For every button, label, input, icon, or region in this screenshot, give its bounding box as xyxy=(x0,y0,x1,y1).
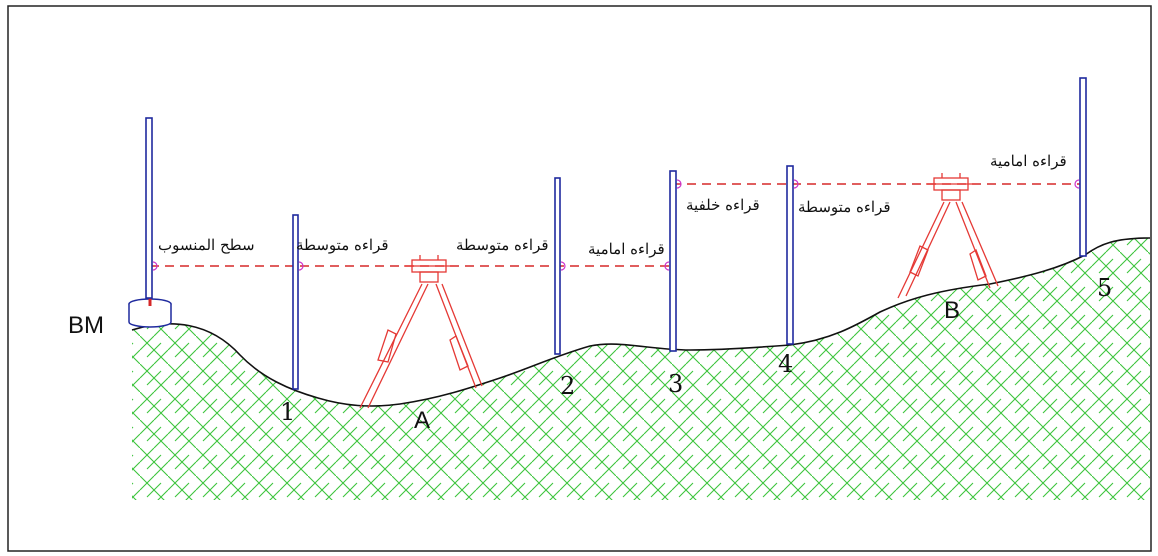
staff-5 xyxy=(1079,77,1087,257)
station-label-4: 4 xyxy=(778,350,793,378)
foresight-reading-label-2: قراءه امامية xyxy=(990,152,1067,170)
station-label-2: 2 xyxy=(560,372,575,400)
intermediate-reading-label-3: قراءه متوسطة xyxy=(798,198,891,216)
station-label-3: 3 xyxy=(668,370,683,398)
ground-hatch xyxy=(132,238,1150,500)
staff-2 xyxy=(554,177,561,355)
bm-label: BM xyxy=(68,312,104,339)
station-label-5: 5 xyxy=(1097,274,1112,302)
reading-ticks xyxy=(152,179,1080,271)
benchmark xyxy=(128,298,172,328)
intermediate-reading-label-2: قراءه متوسطة xyxy=(456,236,549,254)
staff-3 xyxy=(669,170,677,352)
level-instrument-a xyxy=(359,255,483,409)
intermediate-reading-label-1: قراءه متوسطة xyxy=(296,236,389,254)
instrument-label-a: A xyxy=(414,407,430,434)
bm-surface-label: سطح المنسوب xyxy=(158,236,255,254)
station-label-1: 1 xyxy=(280,398,295,426)
staff-bm xyxy=(145,117,153,299)
backsight-reading-label: قراءه خلفية xyxy=(686,196,760,214)
staff-4 xyxy=(786,165,794,345)
level-instrument-b xyxy=(897,173,999,299)
ground-profile xyxy=(131,237,1151,407)
foresight-reading-label-1: قراءه امامية xyxy=(588,240,665,258)
staff-1 xyxy=(292,214,299,390)
instrument-label-b: B xyxy=(944,297,960,324)
